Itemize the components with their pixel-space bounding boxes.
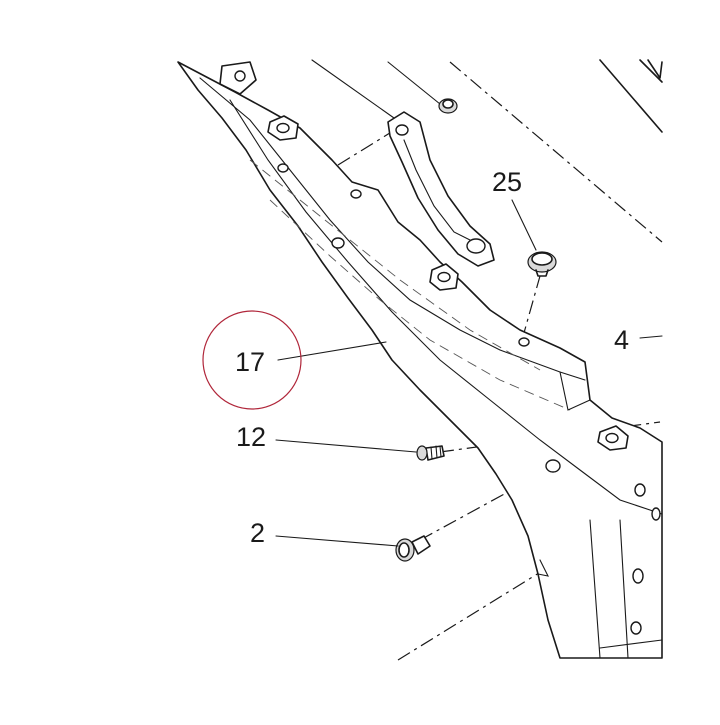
rail-hidden-edge: [249, 159, 541, 371]
callout-25-label: 25: [492, 167, 522, 197]
leader-4: [639, 335, 663, 339]
plug-25-top: [531, 252, 553, 266]
bolt-2-shank: [411, 535, 431, 555]
frame-edge-top-right-inner: [639, 59, 663, 83]
screw-12-shank: [425, 445, 445, 461]
rail-hole-lower-4: [630, 621, 642, 635]
callout-17-highlight-circle: [202, 310, 302, 410]
lower-frame-web: [589, 519, 601, 659]
plug-25-mount-line: [521, 275, 541, 341]
bracket-top-hole: [395, 124, 409, 136]
rail-inner-ridge: [199, 77, 586, 381]
top-bolt-leader: [387, 61, 441, 105]
rail-hole-lower-1: [634, 483, 646, 497]
rail-step-detail: [559, 371, 591, 411]
bracket-mount-line: [337, 127, 399, 166]
leader-2: [275, 535, 399, 547]
lower-mount-tab-hole: [605, 432, 619, 444]
upper-bracket-link: [387, 111, 495, 267]
lower-frame-rib: [537, 559, 549, 577]
lower-frame-web-2: [619, 519, 629, 659]
bracket-bottom-hole: [466, 238, 486, 254]
bracket-inner-edge: [403, 139, 471, 241]
plug-25-seat-hole: [518, 337, 530, 347]
top-bolt-head: [442, 99, 454, 109]
leader-12: [275, 439, 417, 453]
plug-25-neck: [535, 269, 549, 277]
upper-mount-tab-hole: [276, 122, 290, 134]
screw-12-head: [416, 445, 428, 461]
callout-12-label: 12: [236, 422, 266, 452]
lower-frame-bottom-edge: [599, 639, 663, 649]
rail-hole-3: [331, 237, 345, 249]
bolt-2-seat-hole: [545, 459, 561, 473]
bracket-upper-leader: [311, 59, 395, 119]
callout-2-label: 2: [250, 518, 265, 548]
callout-17-label: 17: [235, 347, 265, 377]
screw-12-thread: [430, 445, 442, 460]
top-lug-left-hole: [234, 70, 246, 82]
rail-hole-1: [277, 163, 289, 173]
rail-hole-2: [350, 189, 362, 199]
rail-hole-lower-2: [651, 507, 661, 521]
leader-25: [511, 199, 537, 251]
rail-hidden-edge-2: [269, 199, 571, 411]
callout-4-label: 4: [614, 325, 629, 355]
reference-line-lower: [397, 559, 561, 661]
rail-hole-lower-3: [632, 568, 644, 584]
frame-rail-part-17: [177, 61, 663, 659]
frame-edge-top-corner: [647, 59, 663, 79]
bolt-2-mount-line: [419, 467, 553, 541]
leader-17: [277, 341, 387, 361]
mid-mount-tab-hole: [437, 271, 451, 283]
bolt-2-head-face: [398, 542, 410, 558]
reference-line-upper: [449, 61, 663, 243]
frame-edge-top-right: [599, 59, 663, 133]
